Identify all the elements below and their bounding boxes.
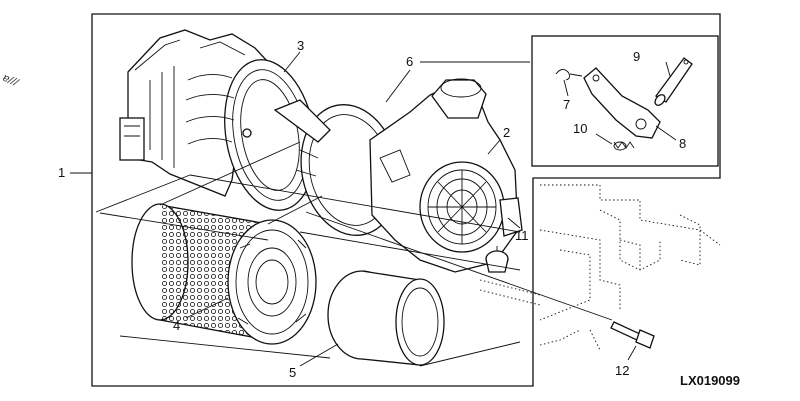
callout-11: 11 xyxy=(515,228,529,243)
callout-1: 1 xyxy=(58,165,65,180)
main-frame xyxy=(91,13,721,387)
callout-3: 3 xyxy=(297,38,304,53)
inset-frame xyxy=(531,35,719,167)
mounting-bolt xyxy=(610,321,655,349)
leader-lines xyxy=(185,51,677,367)
callout-4: 4 xyxy=(173,318,180,333)
callout-5: 5 xyxy=(289,365,296,380)
secondary-filter-element xyxy=(327,270,445,366)
filter-housing xyxy=(119,29,316,211)
margin-note: ɐ/// xyxy=(1,72,21,90)
projection-lines xyxy=(95,141,613,367)
callout-7: 7 xyxy=(563,97,570,112)
callout-10: 10 xyxy=(573,121,587,136)
precleaner-cap xyxy=(369,78,523,273)
callout-9: 9 xyxy=(633,49,640,64)
tractor-frame-dotted xyxy=(479,184,721,351)
callout-8: 8 xyxy=(679,136,686,151)
callout-labels: 1 2 3 4 5 6 7 8 9 10 11 12 LX019099 xyxy=(58,38,740,388)
callout-6: 6 xyxy=(406,54,413,69)
callout-12: 12 xyxy=(615,363,629,378)
inset-latch-parts xyxy=(555,57,693,151)
vacuator-valve xyxy=(485,246,509,273)
callout-2: 2 xyxy=(503,125,510,140)
primary-filter-element xyxy=(131,203,317,345)
reference-code: LX019099 xyxy=(680,373,740,388)
